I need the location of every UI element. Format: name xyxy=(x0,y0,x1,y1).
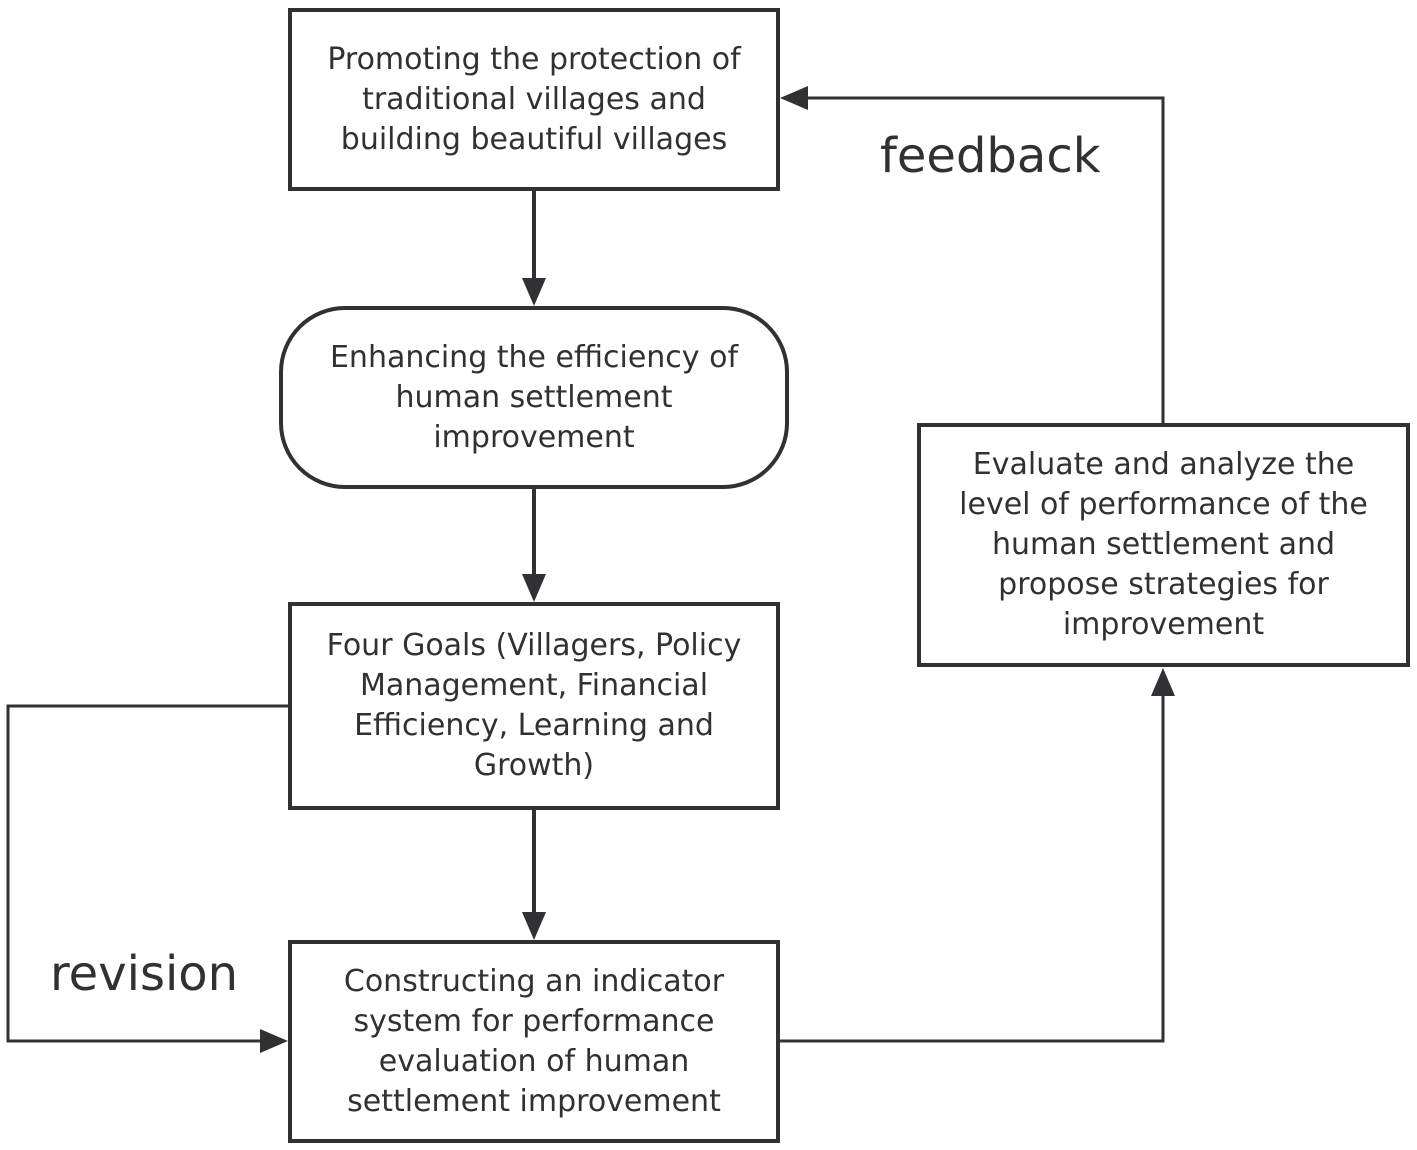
node-four-goals-line-3: Efficiency, Learning and xyxy=(354,708,714,743)
node-protection-line-1: Promoting the protection of xyxy=(327,41,741,77)
arrow-indicator-to-evaluate xyxy=(780,694,1165,1043)
node-efficiency-line-2: human settlement xyxy=(395,379,673,415)
node-four-goals: Four Goals (Villagers, Policy Management… xyxy=(288,602,780,810)
node-evaluate: Evaluate and analyze the level of perfor… xyxy=(917,423,1410,667)
node-four-goals-line-2: Management, Financial xyxy=(359,668,709,703)
node-indicator-system-line-4: settlement improvement xyxy=(347,1083,721,1119)
feedback-label: feedback xyxy=(880,128,1101,184)
node-indicator-system-line-3: evaluation of human xyxy=(378,1043,690,1079)
revision-label: revision xyxy=(50,946,239,1002)
arrowhead-revision-loop xyxy=(260,1029,288,1053)
node-evaluate-line-1: Evaluate and analyze the xyxy=(972,447,1355,482)
node-indicator-system-line-1: Constructing an indicator xyxy=(343,963,725,999)
node-four-goals-line-1: Four Goals (Villagers, Policy xyxy=(326,628,742,663)
arrow-feedback-loop xyxy=(806,96,1165,423)
node-evaluate-line-2: level of performance of the xyxy=(959,487,1368,522)
node-efficiency: Enhancing the efficiency of human settle… xyxy=(279,306,789,489)
arrow-revision-loop xyxy=(6,704,288,1043)
node-evaluate-line-5: improvement xyxy=(1062,607,1265,642)
node-indicator-system: Constructing an indicator system for per… xyxy=(288,940,780,1143)
node-indicator-system-line-2: system for performance xyxy=(353,1003,715,1039)
node-efficiency-line-3: improvement xyxy=(433,419,635,455)
node-protection-line-3: building beautiful villages xyxy=(340,121,728,157)
node-evaluate-line-3: human settlement and xyxy=(991,527,1336,562)
arrowhead-efficiency-to-goals xyxy=(522,574,546,602)
arrowhead-indicator-to-evaluate xyxy=(1151,668,1175,696)
node-protection: Promoting the protection of traditional … xyxy=(288,8,780,191)
node-four-goals-line-4: Growth) xyxy=(473,748,595,783)
arrowhead-goals-to-indicator xyxy=(522,912,546,940)
arrowhead-feedback-loop xyxy=(780,86,808,110)
node-protection-line-2: traditional villages and xyxy=(362,81,706,117)
arrowhead-protection-to-efficiency xyxy=(522,278,546,306)
node-efficiency-line-1: Enhancing the efficiency of xyxy=(329,339,739,375)
node-evaluate-line-4: propose strategies for xyxy=(998,567,1329,602)
